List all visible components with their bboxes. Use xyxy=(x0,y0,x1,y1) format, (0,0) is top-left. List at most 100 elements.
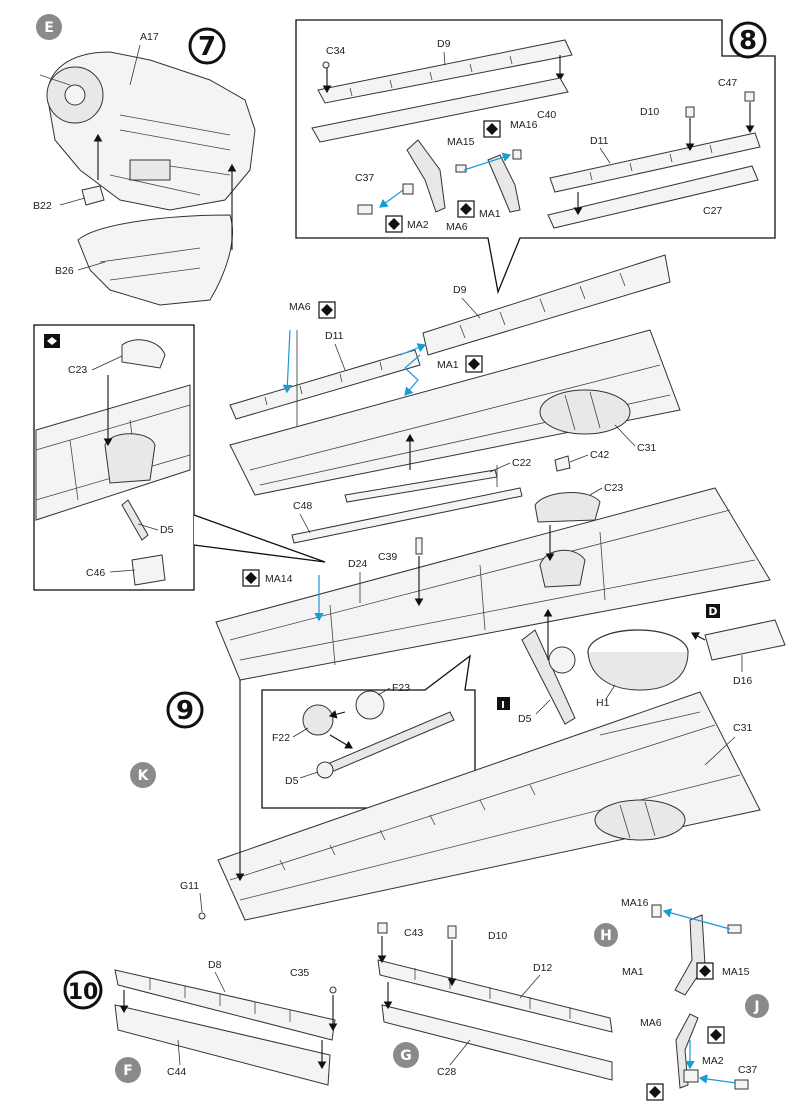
wheel-well-top xyxy=(539,389,631,435)
badge-i-text: I xyxy=(501,700,505,711)
inset-strut xyxy=(121,499,149,541)
part-f22 xyxy=(302,704,334,736)
label-c47: C47 xyxy=(718,77,737,89)
badge-f xyxy=(115,1057,141,1083)
label-ma6-mid: MA6 xyxy=(289,301,311,313)
part-c48 xyxy=(291,487,523,544)
part-c31-bot xyxy=(217,691,761,921)
wheel-well-bot xyxy=(594,799,686,841)
part-ma6-bot xyxy=(675,1013,699,1089)
badge-j-text: J xyxy=(753,999,759,1015)
step-10-circle xyxy=(63,970,103,1010)
step-7-group: E 7 A17 B22 B26 xyxy=(33,14,256,306)
label-d16: D16 xyxy=(733,675,752,687)
step-9-circle xyxy=(166,691,204,729)
label-d24: D24 xyxy=(348,558,367,570)
label-ma2-top: MA2 xyxy=(407,219,429,231)
part-c42 xyxy=(554,455,571,472)
part-c23-inset xyxy=(121,339,166,369)
part-c40 xyxy=(311,77,569,143)
label-f22: F22 xyxy=(272,732,290,744)
part-ma6-top xyxy=(406,139,446,213)
label-ma2-bot: MA2 xyxy=(702,1055,724,1067)
part-ma1-bot xyxy=(674,914,706,996)
part-c28 xyxy=(381,1004,613,1081)
badge-f-text: F xyxy=(123,1063,133,1079)
lower-wing-group: 9 K C31 G11 xyxy=(130,680,761,921)
label-c31-top: C31 xyxy=(637,442,656,454)
label-ma14: MA14 xyxy=(265,573,293,585)
badge-h-text: H xyxy=(600,928,612,944)
part-d16 xyxy=(704,619,786,661)
step-10-group: 10 F D8 C35 C44 G D12 C43 D10 C28 H xyxy=(63,897,769,1101)
part-b26 xyxy=(77,214,233,306)
step-8-frame xyxy=(295,19,776,295)
label-ma6-top: MA6 xyxy=(446,221,468,233)
part-d12 xyxy=(377,959,613,1033)
label-ma15-top: MA15 xyxy=(447,136,475,148)
label-c23-mid: C23 xyxy=(604,482,623,494)
label-d9-top: D9 xyxy=(437,38,451,50)
label-c31-bot: C31 xyxy=(733,722,752,734)
label-c35: C35 xyxy=(290,967,309,979)
label-d11-top: D11 xyxy=(590,135,609,147)
label-g11: G11 xyxy=(180,880,199,892)
wheel-well-mid xyxy=(539,549,586,588)
label-c44: C44 xyxy=(167,1066,186,1078)
label-h1: H1 xyxy=(596,697,610,709)
label-c37-top: C37 xyxy=(355,172,374,184)
detail-inset-strut: F23 F22 D5 xyxy=(261,654,476,809)
label-c34: C34 xyxy=(326,45,345,57)
part-d11-mid xyxy=(229,349,421,420)
label-ma16-top: MA16 xyxy=(510,119,538,131)
step-7-circle xyxy=(188,27,226,65)
label-c28: C28 xyxy=(437,1066,456,1078)
label-ma15-bot: MA15 xyxy=(722,966,750,978)
label-d5-inset: D5 xyxy=(160,524,174,536)
label-a17: A17 xyxy=(140,31,159,43)
label-d10-bot: D10 xyxy=(488,930,507,942)
badge-k xyxy=(130,762,156,788)
step-9-number: 9 xyxy=(176,696,194,726)
badge-k-text: K xyxy=(138,768,150,784)
part-f23 xyxy=(355,690,385,720)
label-ma6-bot: MA6 xyxy=(640,1017,662,1029)
step-8-number: 8 xyxy=(739,26,757,56)
step-10-number: 10 xyxy=(68,980,99,1005)
label-f23: F23 xyxy=(392,682,410,694)
part-d9-top xyxy=(317,39,573,104)
part-d8 xyxy=(114,969,336,1041)
label-d10-top: D10 xyxy=(640,106,659,118)
label-c37-bot: C37 xyxy=(738,1064,757,1076)
step-8-group: 8 D9 C34 C40 MA16 MA15 C37 MA2 MA6 MA1 xyxy=(295,19,776,295)
label-ma1-mid: MA1 xyxy=(437,359,459,371)
step-7-number: 7 xyxy=(198,32,216,62)
label-d9-mid: D9 xyxy=(453,284,467,296)
label-c42: C42 xyxy=(590,449,609,461)
label-c46: C46 xyxy=(86,567,105,579)
part-b22 xyxy=(81,185,105,206)
badge-e-text: E xyxy=(44,20,54,36)
part-d5-mid xyxy=(521,629,576,725)
label-c23-inset: C23 xyxy=(68,364,87,376)
label-ma1-bot: MA1 xyxy=(622,966,644,978)
part-c44 xyxy=(114,1004,331,1086)
label-b22: B22 xyxy=(33,200,52,212)
middle-wing-group: C23 C39 D24 MA14 D D16 H1 I D5 xyxy=(215,482,786,725)
badge-g-text: G xyxy=(400,1048,412,1064)
badge-g xyxy=(393,1042,419,1068)
label-c48: C48 xyxy=(293,500,312,512)
badge-e xyxy=(36,14,62,40)
badge-d-text: D xyxy=(708,605,717,618)
part-ma1-top xyxy=(487,154,521,213)
label-c27: C27 xyxy=(703,205,722,217)
upper-wing-group: D11 D9 MA6 MA1 C31 C42 C22 C48 xyxy=(229,254,681,544)
step-8-circle xyxy=(729,21,767,59)
label-d8: D8 xyxy=(208,959,222,971)
badge-j xyxy=(745,994,769,1018)
part-d9-mid xyxy=(422,254,671,356)
part-c23-mid xyxy=(534,492,601,523)
detail-inset-left: C23 D5 C46 xyxy=(33,324,326,591)
label-d5-mid: D5 xyxy=(518,713,532,725)
